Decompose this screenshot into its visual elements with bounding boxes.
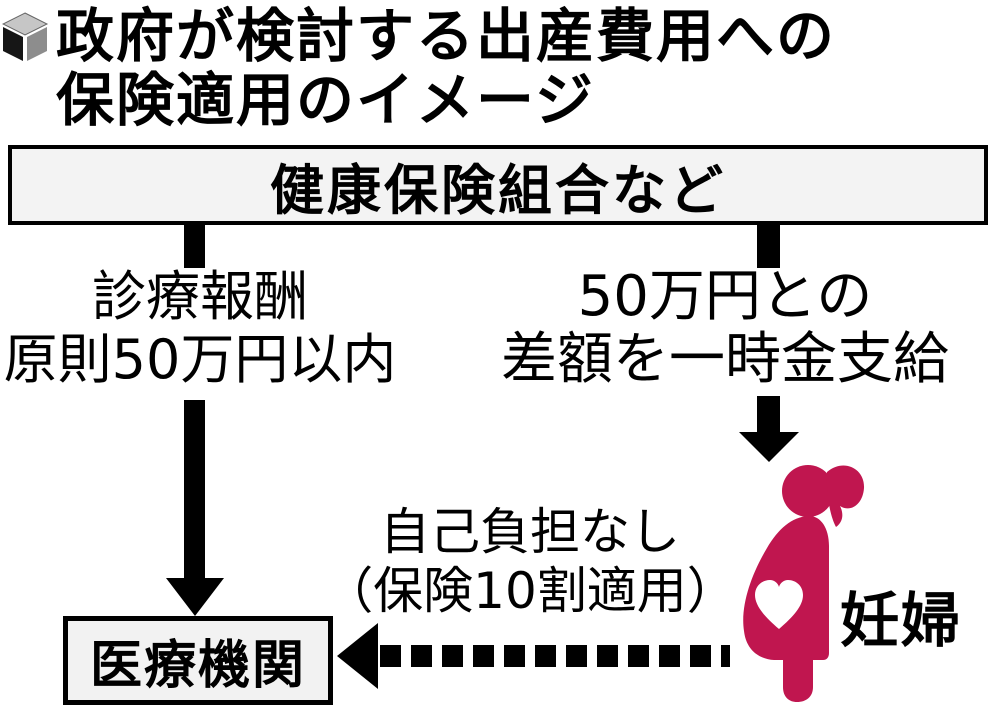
medical-institution-box-label: 医療機関 [89, 636, 306, 696]
lump-sum-label: 50万円との 差額を一時金支給 [480, 265, 970, 391]
dashed-arrow-head [337, 623, 378, 689]
left-down-arrow-head [166, 578, 224, 616]
health-insurance-box-label: 健康保険組合など [270, 158, 726, 222]
self-pay-note-line2: （保険10割適用） [323, 562, 737, 620]
medical-fee-label-line1: 診療報酬 [92, 265, 308, 328]
pregnant-woman-label: 妊婦 [840, 586, 963, 655]
lump-sum-label-line2: 差額を一時金支給 [501, 327, 949, 392]
medical-institution-box: 医療機関 [63, 616, 333, 705]
health-insurance-box: 健康保険組合など [8, 145, 988, 225]
medical-fee-label: 診療報酬 原則50万円以内 [0, 265, 400, 391]
left-connector-bar [184, 225, 205, 268]
left-down-arrow-body [184, 400, 205, 578]
right-connector-bar [757, 225, 780, 268]
self-pay-note-line1: 自己負担なし [380, 503, 680, 561]
dashed-arrow-line [380, 645, 730, 667]
cube-bullet-icon [2, 12, 49, 61]
medical-fee-label-line2: 原則50万円以内 [3, 328, 397, 391]
right-down-arrow-head [739, 432, 799, 462]
lump-sum-label-line1: 50万円との [577, 264, 873, 329]
right-down-arrow-body [757, 396, 780, 432]
pregnant-woman-icon [743, 465, 865, 702]
page-title: 政府が検討する出産費用への 保険適用のイメージ [56, 4, 836, 132]
page-title-line2: 保険適用のイメージ [56, 66, 595, 134]
page-title-line1: 政府が検討する出産費用への [56, 2, 837, 70]
self-pay-note: 自己負担なし （保険10割適用） [280, 503, 780, 621]
